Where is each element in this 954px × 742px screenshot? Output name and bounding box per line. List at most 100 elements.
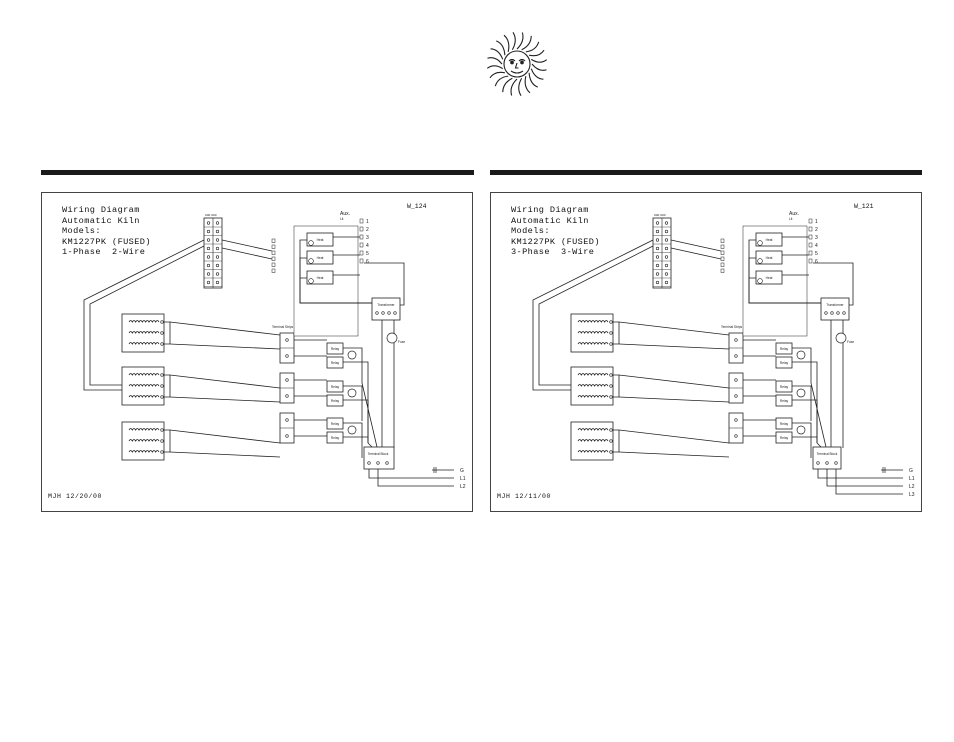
block-terminal xyxy=(816,461,820,465)
switch-strip-label: ooo ooo xyxy=(205,213,217,217)
element-terminal xyxy=(609,373,613,377)
transformer-terminal xyxy=(842,311,846,315)
aux-sub-label: Lit xyxy=(340,217,343,221)
strip-terminal xyxy=(734,418,738,422)
strip-terminal xyxy=(734,338,738,342)
strip-terminal xyxy=(734,354,738,358)
heating-element-bank xyxy=(570,313,614,353)
element-terminal xyxy=(609,428,613,432)
sun-ray xyxy=(530,68,544,80)
relay-wire xyxy=(792,385,812,421)
diagram-footer: MJH 12/11/00 xyxy=(497,493,552,500)
section-divider-left xyxy=(41,170,474,175)
relay-box xyxy=(326,356,344,369)
switch-terminal xyxy=(206,263,211,268)
relay-label: Relay xyxy=(780,436,789,440)
sun-ray xyxy=(530,58,548,63)
relay-wire xyxy=(343,347,363,383)
heating-coil xyxy=(577,395,609,398)
relay-box xyxy=(775,417,793,430)
heating-coil xyxy=(577,439,609,442)
element-terminal xyxy=(160,439,164,443)
heating-coil xyxy=(128,439,160,442)
relay-coil-icon xyxy=(796,388,806,398)
strip-terminal xyxy=(285,434,289,438)
strip-terminal xyxy=(734,434,738,438)
relay-box xyxy=(775,356,793,369)
switch-terminal xyxy=(206,246,211,251)
aux-terminal-box xyxy=(359,218,364,224)
relay-box xyxy=(775,342,793,355)
sun-ray xyxy=(486,65,504,70)
sun-ray xyxy=(496,40,506,56)
supply-wire xyxy=(368,469,454,479)
supply-line-label: G xyxy=(909,468,913,474)
switch-terminal xyxy=(664,238,669,242)
heating-element-bank xyxy=(121,366,165,406)
relay-label: Relay xyxy=(331,422,340,426)
indicator-square xyxy=(271,256,276,261)
aux-wire xyxy=(748,277,821,304)
control-wire xyxy=(83,239,205,391)
sun-ray xyxy=(502,77,513,93)
section-divider-right xyxy=(490,170,922,175)
jumper-wire xyxy=(613,429,620,453)
switch-terminal xyxy=(206,255,211,259)
relay-wire xyxy=(343,436,369,443)
sun-ray xyxy=(510,78,518,96)
element-wire xyxy=(618,396,730,403)
transformer-terminal xyxy=(393,311,397,315)
switch-terminal xyxy=(655,255,660,259)
heat-indicator-icon xyxy=(308,258,314,264)
relay-box xyxy=(326,342,344,355)
switch-terminal xyxy=(215,255,220,259)
title-line: Wiring Diagram xyxy=(511,205,589,215)
relay-label: Relay xyxy=(780,385,789,389)
diagram-code: W_121 xyxy=(854,203,874,210)
relay-wire xyxy=(343,385,363,421)
relay-label: Relay xyxy=(331,361,340,365)
switch-terminal xyxy=(215,229,220,234)
indicator-square xyxy=(720,238,725,243)
switch-terminal xyxy=(215,272,220,276)
switch-terminal xyxy=(655,238,660,242)
switch-terminal xyxy=(664,255,669,259)
sun-ray xyxy=(489,71,505,79)
block-terminal xyxy=(385,461,389,465)
terminal-block xyxy=(363,446,395,470)
heating-element-bank xyxy=(121,313,165,353)
title-line: KM1227PK (FUSED) xyxy=(511,236,600,247)
supply-line-label: L2 xyxy=(460,484,466,490)
aux-number: 4 xyxy=(815,243,818,249)
sun-ray xyxy=(531,63,547,71)
heat-label: Heat xyxy=(766,276,773,280)
aux-number: 6 xyxy=(815,259,818,265)
relay-label: Relay xyxy=(780,361,789,365)
heating-coil xyxy=(128,384,160,387)
heat-indicator-icon xyxy=(757,278,763,284)
relay-label: Relay xyxy=(780,422,789,426)
indicator-square xyxy=(271,262,276,267)
sun-ray xyxy=(529,49,545,57)
heating-element-bank xyxy=(121,421,165,461)
control-wire xyxy=(538,245,654,386)
relay-wire xyxy=(343,422,363,458)
heating-coil xyxy=(577,384,609,387)
element-terminal xyxy=(160,320,164,324)
indicator-square xyxy=(720,256,725,261)
switch-terminal xyxy=(664,229,669,234)
heating-coil xyxy=(128,320,160,323)
supply-wire xyxy=(817,469,903,479)
indicator-square xyxy=(720,268,725,273)
relay-coil-icon xyxy=(347,425,357,435)
indicator-square xyxy=(271,268,276,273)
indicator-square xyxy=(720,250,725,255)
terminal-block xyxy=(812,446,842,470)
indicator-square xyxy=(720,262,725,267)
heating-coil xyxy=(577,342,609,345)
aux-label: Aux. xyxy=(789,211,799,217)
heating-coil xyxy=(577,331,609,334)
strip-terminal xyxy=(285,354,289,358)
relay-box xyxy=(775,394,793,407)
aux-number: 1 xyxy=(815,219,818,225)
